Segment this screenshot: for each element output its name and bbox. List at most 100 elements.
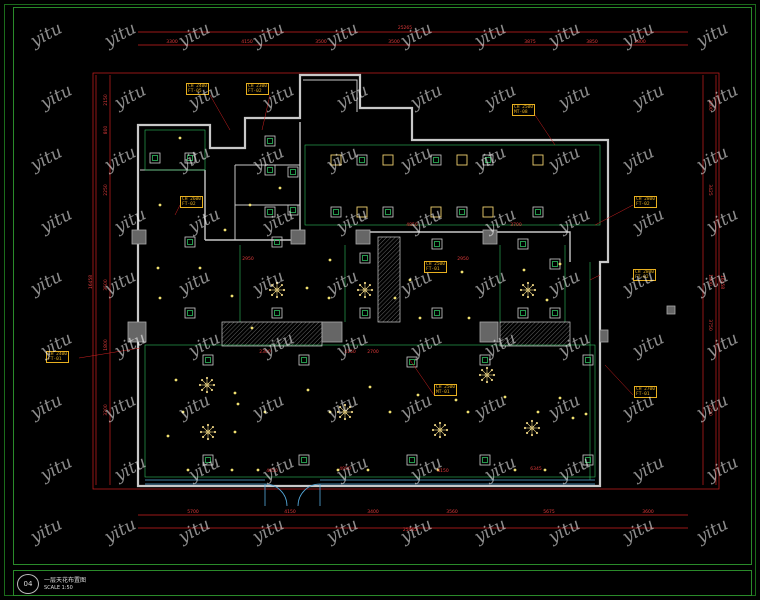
spot-light — [327, 296, 331, 300]
square-downlight — [549, 258, 561, 270]
square-downlight — [430, 154, 442, 166]
dim-right-segment: 3425 — [707, 184, 713, 196]
ceiling-material-code: FT-01 — [48, 357, 62, 362]
grille-light — [532, 154, 544, 166]
square-downlight — [184, 152, 196, 164]
square-downlight — [456, 206, 468, 218]
spot-light — [166, 434, 170, 438]
drawing-scale: SCALE 1:50 — [44, 585, 73, 591]
chandelier — [478, 366, 496, 384]
ceiling-material-code: FT-02 — [182, 202, 196, 207]
dim-bottom-total: 25465 — [403, 527, 417, 533]
dimension-lines — [92, 31, 720, 529]
square-downlight — [479, 454, 491, 466]
spot-light — [454, 398, 458, 402]
dim-interior: 4150 — [344, 349, 356, 355]
leader-line — [589, 274, 601, 281]
dim-right-segment: 2250 — [707, 404, 713, 416]
spot-light — [418, 316, 422, 320]
dim-left-segment: 800 — [103, 126, 109, 135]
spot-light — [305, 286, 309, 290]
chandelier — [199, 423, 217, 441]
grille-light — [382, 154, 394, 166]
spot-light — [416, 393, 420, 397]
spot-light — [230, 294, 234, 298]
leader-line — [261, 94, 271, 131]
ceiling-material-code: MT-08 — [514, 110, 528, 115]
dim-interior: 4150 — [437, 468, 449, 474]
square-downlight — [264, 206, 276, 218]
square-downlight — [264, 135, 276, 147]
ceiling-height-code: CH 2400 — [48, 352, 67, 357]
square-downlight — [298, 454, 310, 466]
ceiling-material-code: MT-01 — [436, 390, 450, 395]
square-downlight — [479, 354, 491, 366]
square-downlight — [431, 238, 443, 250]
dim-right-total: 16458 — [719, 275, 725, 289]
square-downlight — [582, 454, 594, 466]
ceiling-height-code: CH 2700 — [636, 387, 655, 392]
chandelier — [336, 403, 354, 421]
chandelier — [268, 281, 286, 299]
dim-left-segment: 2250 — [103, 184, 109, 196]
leader-line — [604, 364, 634, 396]
sheet-number: 04 — [17, 574, 39, 594]
square-downlight — [549, 307, 561, 319]
spot-light — [223, 228, 227, 232]
dim-left-segment: 1800 — [103, 339, 109, 351]
spot-light — [460, 270, 464, 274]
spot-light — [536, 410, 540, 414]
spot-light — [388, 410, 392, 414]
dim-right-segment: 1800 — [707, 274, 713, 286]
square-downlight — [582, 354, 594, 366]
dim-left-total: 16458 — [88, 275, 94, 289]
ceiling-material-code: FT-02 — [248, 89, 262, 94]
dim-bottom-segment: 5700 — [187, 509, 199, 515]
spot-light — [263, 410, 267, 414]
ceiling-height-code: CH 2500 — [436, 385, 455, 390]
dim-top-segment: 2800 — [634, 39, 646, 45]
spot-light — [558, 262, 562, 266]
dim-top-segment: 3850 — [586, 39, 598, 45]
spot-light — [571, 416, 575, 420]
spot-light — [278, 186, 282, 190]
square-downlight — [149, 152, 161, 164]
dim-top-segment: 3300 — [166, 39, 178, 45]
inner-ceiling-lines — [144, 129, 601, 480]
square-downlight — [330, 206, 342, 218]
dim-top-segment: 3500 — [388, 39, 400, 45]
ceiling-material-code: FT-02 — [635, 275, 649, 280]
spot-light — [336, 468, 340, 472]
columns — [127, 229, 676, 343]
dim-right-segment: 3500 — [707, 99, 713, 111]
square-downlight — [271, 236, 283, 248]
dim-bottom-segment: 3600 — [642, 509, 654, 515]
dim-interior: 6345 — [530, 466, 542, 472]
square-downlight — [482, 154, 494, 166]
leader-line — [409, 359, 435, 396]
spot-light — [543, 468, 547, 472]
dim-interior: 2700 — [367, 349, 379, 355]
ceiling-height-code: CH 2300 — [248, 84, 267, 89]
spot-light — [178, 136, 182, 140]
ceiling-material-code: FT-01 — [636, 392, 650, 397]
leader-line — [534, 114, 556, 146]
square-downlight — [359, 252, 371, 264]
square-downlight — [517, 307, 529, 319]
square-downlight — [202, 354, 214, 366]
square-downlight — [287, 166, 299, 178]
ceiling-height-code: CH 2800 — [635, 270, 654, 275]
square-downlight — [264, 164, 276, 176]
dim-interior: 4850 — [406, 222, 418, 228]
spot-light — [584, 412, 588, 416]
spot-light — [186, 468, 190, 472]
spot-light — [513, 468, 517, 472]
dim-interior: 2300 — [259, 349, 271, 355]
